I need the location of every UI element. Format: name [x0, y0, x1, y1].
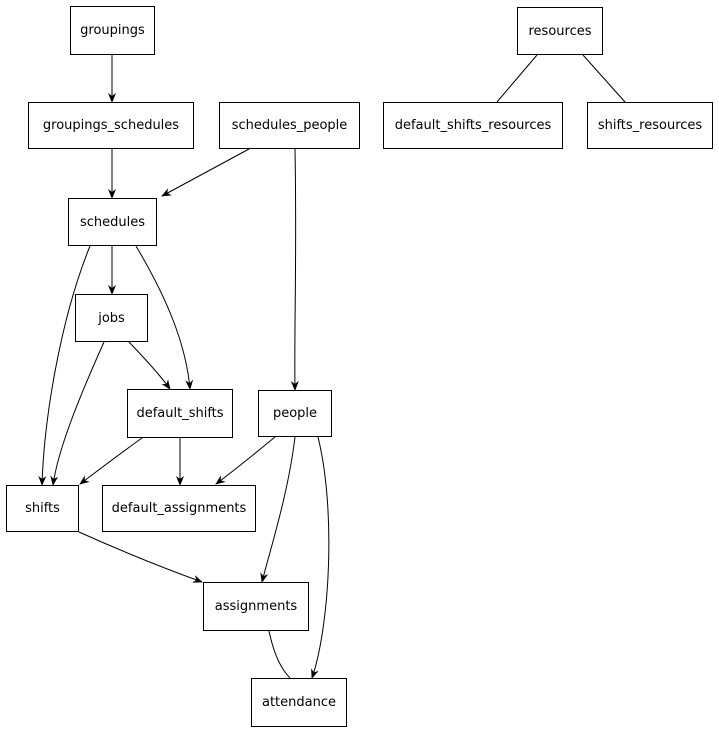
node-schedules[interactable]: schedules	[68, 198, 157, 246]
node-label: attendance	[261, 695, 336, 710]
edge-group	[38, 54, 626, 679]
node-label: assignments	[214, 599, 298, 614]
edge-people-to-assignments	[260, 436, 296, 583]
node-label: jobs	[98, 310, 125, 326]
edge-jobs-to-shifts	[50, 341, 105, 486]
node-default_shifts[interactable]: default_shifts	[127, 389, 233, 438]
edge-resources-to-default_shifts_resources	[496, 54, 538, 103]
edge-schedules-to-shifts	[38, 245, 91, 486]
edge-shifts-to-assignments	[78, 531, 203, 583]
node-default_shifts_resources[interactable]: default_shifts_resources	[383, 102, 563, 149]
node-label: schedules	[79, 214, 146, 230]
node-label: default_assignments	[111, 501, 247, 516]
node-label: shifts_resources	[597, 118, 703, 133]
edge-assignments-to-attendance	[268, 630, 291, 679]
node-default_assignments[interactable]: default_assignments	[102, 485, 256, 532]
node-groupings_schedules[interactable]: groupings_schedules	[28, 102, 194, 149]
node-label: resources	[528, 23, 592, 39]
node-resources[interactable]: resources	[517, 7, 603, 55]
node-label: shifts	[25, 501, 60, 516]
node-label: groupings	[80, 23, 145, 38]
edge-people-to-attendance	[311, 436, 330, 679]
node-attendance[interactable]: attendance	[251, 678, 347, 727]
node-label: schedules_people	[231, 118, 348, 133]
edge-schedules-to-default_shifts	[135, 245, 194, 390]
node-schedules_people[interactable]: schedules_people	[219, 102, 360, 149]
node-jobs[interactable]: jobs	[75, 294, 148, 342]
node-shifts[interactable]: shifts	[6, 485, 79, 532]
edge-resources-to-shifts_resources	[582, 54, 626, 103]
node-assignments[interactable]: assignments	[203, 582, 309, 631]
node-label: default_shifts_resources	[394, 118, 552, 133]
node-label: groupings_schedules	[42, 118, 180, 133]
node-people[interactable]: people	[258, 390, 332, 437]
node-groupings[interactable]: groupings	[70, 6, 155, 55]
edge-jobs-to-default_shifts	[128, 341, 171, 390]
node-shifts_resources[interactable]: shifts_resources	[587, 102, 713, 149]
node-label: default_shifts	[136, 406, 224, 421]
edge-schedules_people-to-schedules	[161, 148, 250, 197]
edge-default_shifts-to-shifts	[79, 437, 143, 485]
edge-people-to-default_assignments	[215, 436, 276, 485]
node-label: people	[272, 406, 318, 421]
edge-schedules_people-to-people	[290, 148, 299, 391]
